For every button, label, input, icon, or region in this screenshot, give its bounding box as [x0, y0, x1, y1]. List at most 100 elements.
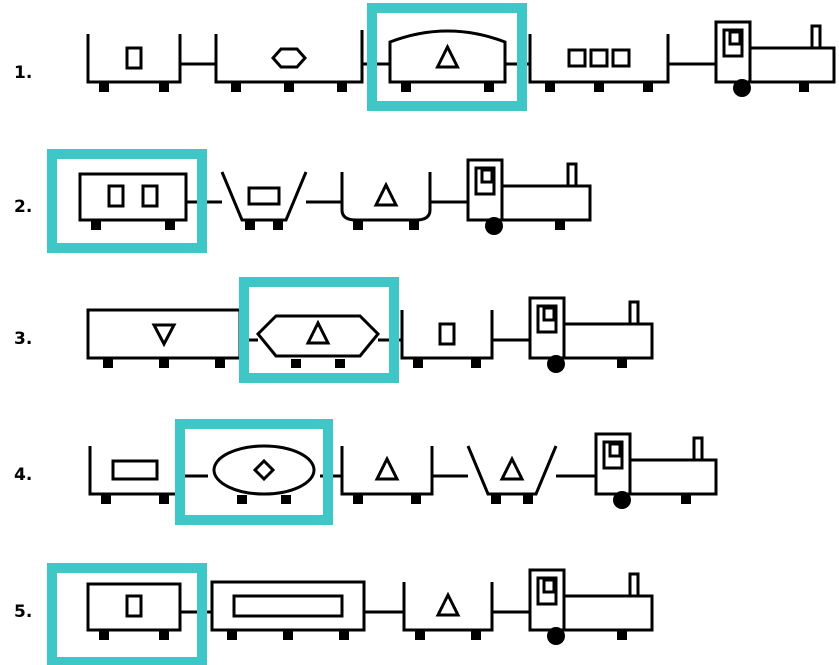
row-3-car-2-window [308, 323, 328, 343]
row-4-car-5-locomotive-boiler [630, 460, 716, 494]
row-3-car-4-locomotive-boiler [564, 324, 652, 358]
row-4-car-5 [596, 434, 716, 509]
row-1-car-3 [390, 31, 505, 92]
row-1-car-2-wheel-1 [284, 83, 294, 92]
row-5-car-3-body [404, 582, 492, 630]
row-5-car-4-locomotive-cab-pane [544, 580, 554, 592]
row-5-car-4-locomotive-wheel [617, 631, 627, 640]
row-3-car-3-wheel-0 [413, 359, 423, 368]
row-3-car-3-wheel-1 [471, 359, 481, 368]
row-2-car-4-locomotive-cab-pane [482, 170, 492, 182]
row-4-car-2-window [255, 461, 273, 479]
row-5-car-2-wheel-0 [227, 631, 237, 640]
row-1-car-3-wheel-1 [484, 83, 494, 92]
highlights-layer [52, 8, 522, 662]
row-3-car-1-window [154, 325, 174, 344]
row-3-highlight-box [244, 282, 394, 378]
row-2-car-2-wheel-0 [245, 221, 255, 230]
row-2-car-1-wheel-0 [91, 221, 101, 230]
trains-layer [80, 22, 834, 645]
row-1-car-5-locomotive-boiler [750, 48, 834, 82]
row-2-car-2-wheel-1 [273, 221, 283, 230]
row-4-car-5-locomotive-cab-pane [610, 444, 620, 456]
row-3-car-4 [530, 298, 652, 373]
row-4-car-4-window [502, 459, 522, 479]
row-2-car-2-body [222, 172, 306, 220]
row-3-car-1-wheel-1 [159, 359, 169, 368]
row-1-car-1-window [127, 48, 141, 68]
row-2-car-4-locomotive-boiler [502, 186, 590, 220]
row-4-car-3-wheel-0 [353, 495, 363, 504]
row-5-label: 5. [14, 602, 32, 622]
row-4-car-3 [342, 446, 432, 504]
row-1-car-5-locomotive-chimney [812, 26, 820, 48]
row-3-car-1-wheel-2 [215, 359, 225, 368]
row-2-car-4-locomotive-wheel [555, 221, 565, 230]
row-1-car-3-wheel-0 [401, 83, 411, 92]
row-3-car-4-locomotive-chimney [630, 302, 638, 324]
row-4-car-4-wheel-1 [523, 495, 533, 504]
row-1-car-1-wheel-1 [159, 83, 169, 92]
row-2-car-3-wheel-1 [409, 221, 419, 230]
row-5-car-4-locomotive-drive-wheel [547, 627, 565, 645]
row-4-car-3-body [342, 446, 432, 494]
row-3-car-2 [258, 316, 378, 368]
train-row-2 [80, 160, 590, 235]
row-2-car-1-body [80, 174, 186, 220]
train-row-5 [88, 570, 652, 645]
row-1-car-4-window-0 [569, 50, 585, 66]
row-4-car-2 [214, 446, 314, 504]
row-1-car-4-wheel-1 [594, 83, 604, 92]
row-5-car-3 [404, 582, 492, 640]
row-4-car-3-wheel-1 [411, 495, 421, 504]
row-1-car-4-wheel-0 [545, 83, 555, 92]
row-5-car-1-wheel-1 [159, 631, 169, 640]
row-2-car-4-locomotive-drive-wheel [485, 217, 503, 235]
row-4-car-3-window [377, 459, 397, 479]
row-2-car-1-wheel-1 [165, 221, 175, 230]
row-2-car-4 [468, 160, 590, 235]
row-5-car-2-window [234, 596, 342, 616]
row-5-car-4 [530, 570, 652, 645]
row-4-car-4 [468, 446, 556, 504]
row-4-car-4-body [468, 446, 556, 494]
row-4-car-2-wheel-1 [281, 495, 291, 504]
row-4-car-2-wheel-0 [237, 495, 247, 504]
row-2-highlight-box [52, 154, 202, 248]
row-1-label: 1. [14, 63, 32, 83]
row-1-car-2 [216, 30, 362, 92]
row-5-car-3-wheel-1 [471, 631, 481, 640]
row-4-car-2-body [214, 446, 314, 494]
row-1-car-2-wheel-2 [337, 83, 347, 92]
row-2-car-1 [80, 174, 186, 230]
row-1-car-3-body [390, 31, 505, 82]
row-3-car-1-body [88, 310, 240, 358]
row-1-car-1 [88, 34, 180, 92]
row-4-car-1-body [90, 446, 180, 494]
row-3-car-3 [402, 310, 492, 368]
row-4-car-1-wheel-1 [159, 495, 169, 504]
row-2-car-1-window-left [109, 186, 123, 206]
row-4-car-5-locomotive-wheel [681, 495, 691, 504]
row-5-car-1-window [127, 596, 141, 616]
row-1-car-2-body [216, 30, 362, 82]
row-1-car-2-window [273, 49, 305, 67]
row-1-car-4 [530, 34, 668, 92]
row-4-highlight-box [180, 424, 328, 520]
row-1-car-4-body [530, 34, 668, 82]
row-2-car-3 [342, 172, 430, 230]
row-3-car-4-locomotive-drive-wheel [547, 355, 565, 373]
row-1-highlight-box [372, 8, 522, 106]
row-4-car-1-wheel-0 [101, 495, 111, 504]
row-2-label: 2. [14, 197, 32, 217]
row-5-car-3-wheel-0 [415, 631, 425, 640]
row-1-car-4-wheel-2 [643, 83, 653, 92]
row-5-car-2 [212, 582, 364, 640]
row-1-car-2-wheel-0 [231, 83, 241, 92]
row-2-car-4-locomotive-chimney [568, 164, 576, 186]
row-3-car-1 [88, 310, 240, 368]
row-4-car-1-window [113, 461, 157, 479]
row-1-car-4-window-1 [591, 50, 607, 66]
row-4-car-1 [90, 446, 180, 504]
